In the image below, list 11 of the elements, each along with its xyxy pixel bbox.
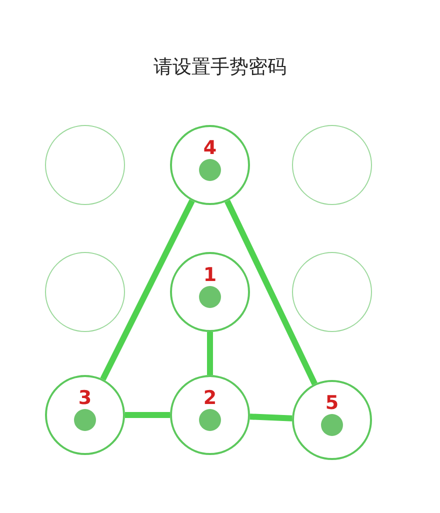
connector-line: [125, 412, 170, 418]
connector-line: [100, 199, 195, 381]
connector-line: [250, 414, 292, 422]
number-label: 5: [324, 392, 340, 414]
number-label: 1: [202, 264, 218, 286]
connector-line: [207, 332, 213, 375]
title: 请设置手势密码: [152, 55, 288, 80]
connector-line: [224, 200, 318, 386]
number-label: 2: [202, 387, 218, 409]
number-label: 4: [202, 137, 218, 159]
number-label: 3: [77, 387, 93, 409]
